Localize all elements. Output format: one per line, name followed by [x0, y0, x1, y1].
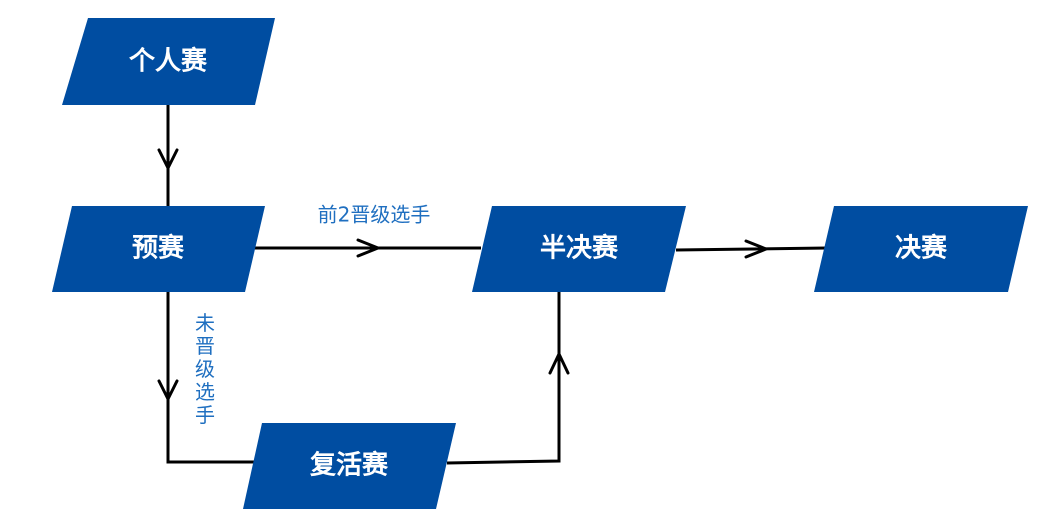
connectors	[157, 105, 828, 465]
node-repechage: 复活赛	[243, 423, 456, 509]
node-repechage-shape	[243, 423, 456, 509]
node-semifinal-label: 半决赛	[540, 233, 619, 264]
edge-label-top2-advance: 前2晋级选手	[318, 203, 431, 227]
arrow-down-icon	[157, 379, 179, 401]
edge-prelim-to-repechage	[166, 292, 260, 464]
node-semifinal: 半决赛	[472, 206, 686, 292]
node-individual-label: 个人赛	[129, 46, 208, 77]
arrow-right-icon	[744, 239, 768, 259]
edge-label-not-advanced: 未晋级选手	[195, 311, 215, 427]
node-prelim-label: 预赛	[132, 233, 185, 264]
node-final: 决赛	[814, 206, 1028, 292]
node-final-label: 决赛	[895, 233, 948, 264]
arrow-up-icon	[548, 352, 570, 375]
edge-semifinal-to-final	[675, 246, 828, 252]
node-repechage-label: 复活赛	[310, 450, 389, 481]
node-prelim: 预赛	[52, 206, 265, 292]
node-individual-shape	[62, 18, 275, 105]
node-final-shape	[814, 206, 1028, 292]
arrow-right-icon	[356, 238, 380, 258]
node-individual: 个人赛	[62, 18, 275, 105]
node-prelim-shape	[52, 206, 265, 292]
edge-repechage-to-semifinal	[446, 292, 561, 465]
node-semifinal-shape	[472, 206, 686, 292]
arrow-down-icon	[157, 148, 179, 170]
